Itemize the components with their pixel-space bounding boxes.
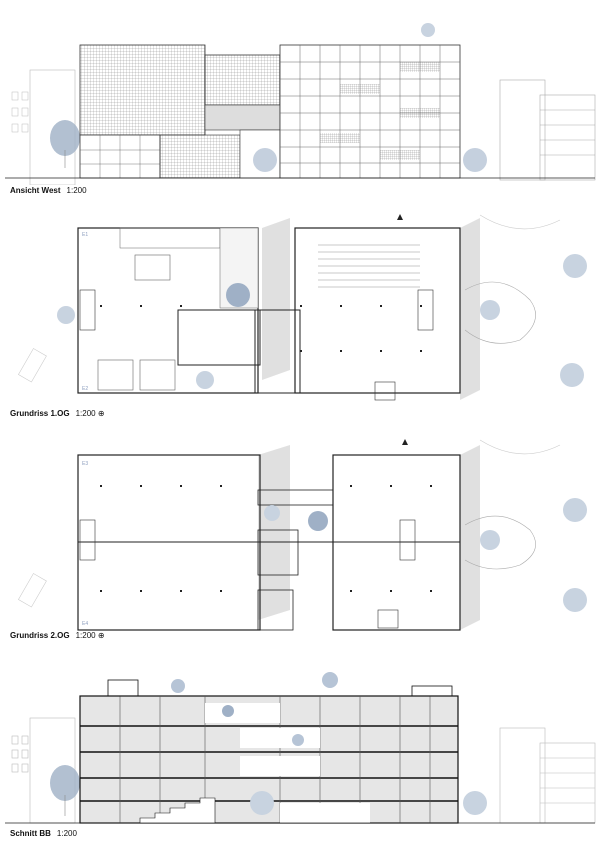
section-caption: Schnitt BB 1:200: [10, 829, 77, 838]
elevation-scale: 1:200: [66, 186, 87, 195]
elevation-drawing: [5, 23, 596, 185]
room-label-e4: E4: [82, 621, 88, 627]
north-arrow-icon: ⊕: [97, 409, 105, 418]
room-label-e1: E1: [82, 232, 88, 238]
plan1-title: Grundriss 1.OG: [10, 409, 70, 418]
section-scale: 1:200: [56, 829, 77, 838]
section-title: Schnitt BB: [10, 829, 51, 838]
plan2-scale: 1:200: [75, 631, 96, 640]
elevation-title: Ansicht West: [10, 186, 61, 195]
room-label-e2: E2: [82, 386, 88, 392]
north-arrow-icon: ⊕: [97, 631, 105, 640]
section-drawing: [5, 672, 596, 824]
plan1-scale: 1:200: [75, 409, 96, 418]
floorplan-1og-drawing: E1 E2: [18, 214, 587, 401]
elevation-caption: Ansicht West 1:200: [10, 186, 87, 195]
floorplan-2og-drawing: E3 E4: [18, 439, 587, 631]
plan2-title: Grundriss 2.OG: [10, 631, 70, 640]
plan2-caption: Grundriss 2.OG 1:200 ⊕: [10, 631, 105, 640]
room-label-e3: E3: [82, 461, 88, 467]
plan1-caption: Grundriss 1.OG 1:200 ⊕: [10, 409, 105, 418]
